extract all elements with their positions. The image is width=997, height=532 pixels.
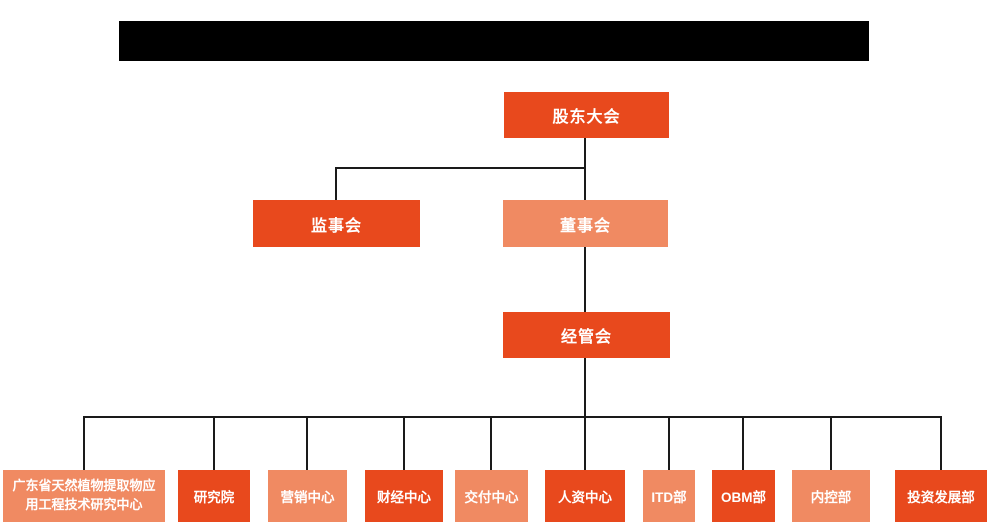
connector-line [213, 416, 215, 470]
connector-line [668, 416, 670, 470]
org-node-hr-center: 人资中心 [545, 470, 625, 522]
org-node-board-of-directors: 董事会 [503, 200, 668, 247]
org-node-internal-control-department: 内控部 [792, 470, 870, 522]
connector-line [940, 416, 942, 470]
connector-line [490, 416, 492, 470]
connector-line [830, 416, 832, 470]
redacted-title-bar [119, 21, 869, 61]
connector-line [83, 416, 942, 418]
connector-line [335, 167, 337, 200]
org-node-finance-center: 财经中心 [365, 470, 443, 522]
org-node-supervisory-board: 监事会 [253, 200, 420, 247]
org-node-management-committee: 经管会 [503, 312, 670, 358]
org-node-shareholders-meeting: 股东大会 [504, 92, 669, 138]
connector-line [584, 416, 586, 470]
connector-line [584, 358, 586, 418]
connector-line [306, 416, 308, 470]
org-node-obm-department: OBM部 [712, 470, 775, 522]
org-node-itd-department: ITD部 [643, 470, 695, 522]
org-node-marketing-center: 营销中心 [268, 470, 347, 522]
connector-line [584, 138, 586, 200]
org-node-investment-development-department: 投资发展部 [895, 470, 987, 522]
connector-line [742, 416, 744, 470]
org-node-guangdong-plant-extract-research-center: 广东省天然植物提取物应用工程技术研究中心 [3, 470, 165, 522]
org-node-research-institute: 研究院 [178, 470, 250, 522]
connector-line [83, 416, 85, 470]
org-node-delivery-center: 交付中心 [455, 470, 528, 522]
connector-line [335, 167, 586, 169]
connector-line [584, 247, 586, 312]
connector-line [403, 416, 405, 470]
